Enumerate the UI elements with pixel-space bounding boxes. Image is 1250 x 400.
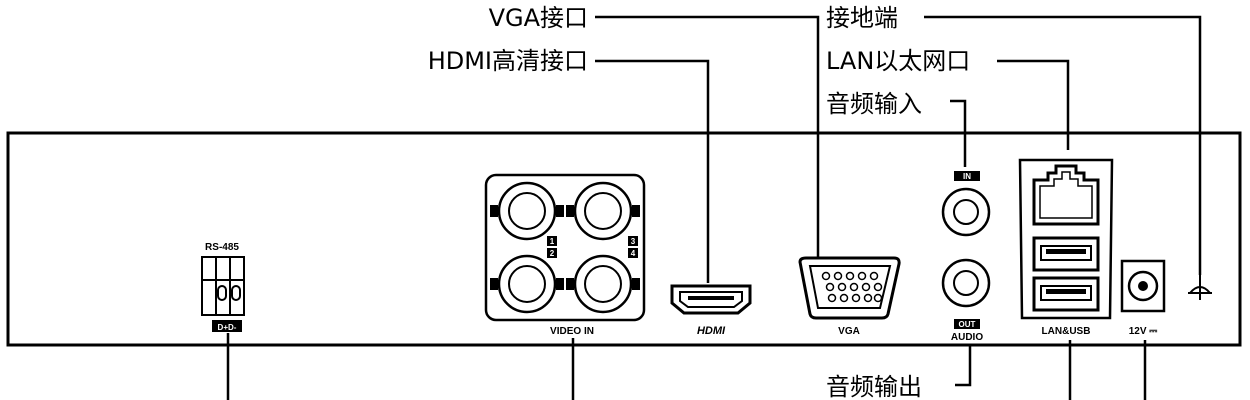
audio-in-badge: IN: [963, 172, 971, 181]
leader-line-audio-in: [950, 99, 967, 167]
bnc-connector-icon: [490, 181, 564, 241]
lan-usb-block: [1018, 158, 1114, 320]
leader-lines: [226, 15, 1202, 400]
rs485-terminal: RS-485 D+D-: [201, 242, 245, 332]
callout-hdmi-label: HDMI高清接口: [428, 47, 588, 75]
callout-audio-in-label: 音频输入: [826, 90, 922, 118]
callout-vga-label: VGA接口: [489, 4, 588, 32]
rj45-port-icon: [1032, 164, 1100, 226]
lan-usb-label: LAN&USB: [1042, 326, 1091, 337]
rs485-pins-label: D+D-: [218, 323, 237, 332]
dc-jack-icon: [1120, 259, 1166, 313]
vga-label: VGA: [838, 326, 860, 337]
bnc-connector-icon: [566, 181, 640, 241]
video-in-label: VIDEO IN: [550, 326, 594, 337]
audio-label: AUDIO: [951, 332, 983, 343]
channel-1-label: 1: [550, 237, 555, 246]
video-in-block: 1 2 3 4 VIDEO IN: [484, 173, 646, 337]
rca-jack-icon: [941, 187, 991, 237]
audio-out-badge: OUT: [959, 320, 976, 329]
usb-port-icon: [1032, 276, 1100, 312]
rca-jack-icon: [941, 258, 991, 308]
callout-ground-label: 接地端: [826, 4, 898, 32]
bnc-connector-icon: [566, 254, 640, 314]
leader-line-ground: [924, 15, 1202, 275]
ground-symbol-icon: [1188, 275, 1212, 300]
channel-2-label: 2: [550, 249, 555, 258]
hdmi-port-icon: [670, 284, 752, 315]
leader-line-hdmi: [595, 59, 710, 283]
usb-port-icon: [1032, 236, 1100, 272]
callout-lan-label: LAN以太网口: [826, 47, 970, 75]
callout-audio-out-label: 音频输出: [826, 373, 922, 400]
power-label: 12V ⎓: [1129, 326, 1158, 337]
channel-4-label: 4: [631, 249, 636, 258]
hdmi-label: HDMI: [697, 325, 726, 337]
leader-line-audio-out: [955, 345, 972, 387]
leader-line-vga: [595, 15, 820, 258]
vga-port-icon: [798, 256, 901, 320]
channel-3-label: 3: [631, 237, 636, 246]
rs485-label: RS-485: [205, 242, 239, 253]
bnc-connector-icon: [490, 254, 564, 314]
leader-line-lan: [997, 59, 1070, 150]
